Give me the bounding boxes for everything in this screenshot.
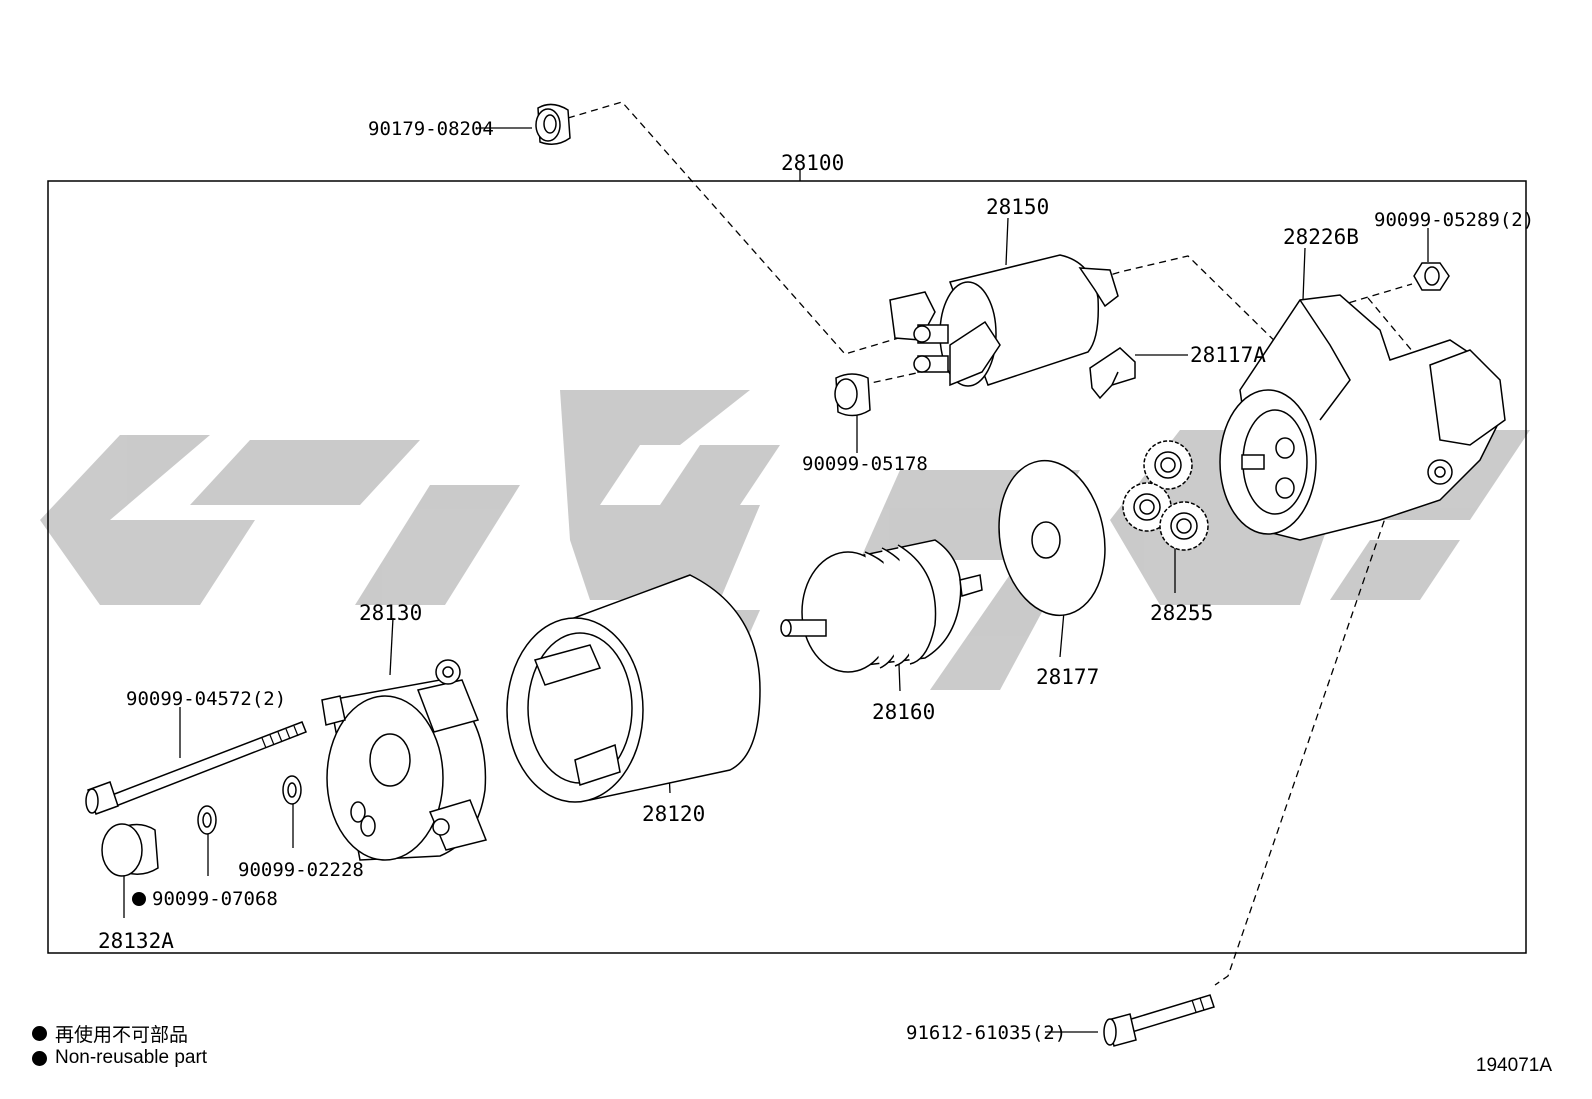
legend-row-japanese: 再使用不可部品 (32, 1020, 188, 1047)
plunger-28117A (1089, 347, 1136, 400)
label-28255: 28255 (1150, 601, 1213, 625)
non-reusable-marker (132, 892, 146, 906)
label-28177: 28177 (1036, 665, 1099, 689)
nut-90099-05289 (1413, 262, 1450, 291)
label-28117A: 28117A (1190, 343, 1266, 367)
through-bolt-90099-04572 (85, 721, 307, 815)
washer-90099-02228 (282, 775, 302, 805)
bullet-icon (32, 1050, 47, 1066)
collar-90179-08204 (535, 103, 571, 145)
label-90099-04572: 90099-04572(2) (126, 688, 286, 710)
assembly-frame (47, 180, 1527, 954)
yoke-28120 (506, 574, 761, 803)
solenoid-28150 (889, 254, 1119, 387)
bolt-91612-61035 (1103, 994, 1215, 1047)
end-frame-28130 (321, 659, 488, 861)
collar-90099-05178 (834, 373, 871, 417)
label-90099-07068: 90099-07068 (152, 888, 278, 910)
label-28120: 28120 (642, 802, 705, 826)
armature-28160 (780, 539, 983, 673)
plate-28177 (998, 459, 1106, 617)
label-90099-05178: 90099-05178 (802, 453, 928, 475)
housing-28226B (1219, 294, 1506, 541)
label-91612-61035: 91612-61035(2) (906, 1022, 1066, 1044)
bullet-icon (32, 1026, 47, 1041)
label-28150: 28150 (986, 195, 1049, 219)
label-28132A: 28132A (98, 929, 174, 953)
legend-row-english: Non-reusable part (32, 1047, 207, 1069)
legend-text-japanese: 再使用不可部品 (55, 1025, 189, 1046)
label-28130: 28130 (359, 601, 422, 625)
label-28100: 28100 (781, 151, 844, 175)
clip-90099-07068 (197, 805, 217, 835)
gears-28255 (1122, 440, 1209, 551)
label-28160: 28160 (872, 700, 935, 724)
legend-text-english: Non-reusable part (55, 1047, 208, 1068)
label-90099-02228: 90099-02228 (238, 859, 364, 881)
label-90179-08204: 90179-08204 (368, 118, 494, 140)
figure-id: 194071A (1475, 1055, 1552, 1076)
label-28226B: 28226B (1283, 225, 1359, 249)
label-90099-05289: 90099-05289(2) (1374, 209, 1534, 231)
cap-28132A (101, 823, 159, 877)
